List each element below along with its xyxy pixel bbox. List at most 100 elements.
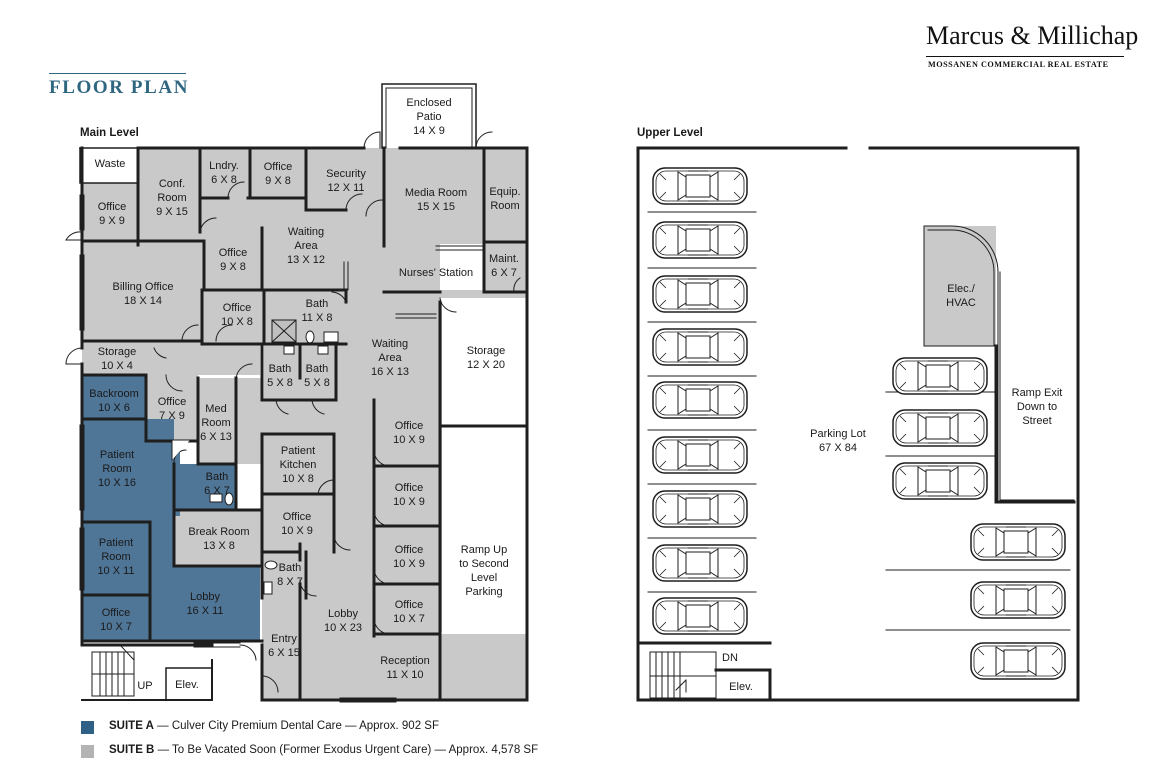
room-label-line: Room	[157, 192, 186, 204]
car-icon	[892, 409, 988, 447]
car-icon	[970, 642, 1066, 680]
room-label-line: Reception	[380, 655, 430, 667]
room-label-line: Area	[294, 240, 318, 252]
room-label-elec-hvac: Elec./ HVAC	[946, 283, 976, 309]
room-label-line: Patio	[416, 111, 441, 123]
room-label-line: Patient	[100, 449, 134, 461]
room-label-line: Room	[201, 417, 230, 429]
room-label-line: Bath	[306, 363, 329, 375]
room-label-line: Office	[158, 396, 187, 408]
room-label-line: Elev.	[175, 679, 199, 691]
room-label-line: Patient	[99, 537, 133, 549]
room-label-line: 18 X 14	[124, 295, 162, 307]
room-label-line: Office	[98, 201, 127, 213]
room-label-line: Kitchen	[280, 459, 317, 471]
room-label-line: 14 X 9	[413, 125, 445, 137]
room-label-line: 8 X 7	[277, 576, 303, 588]
room-label-line: Office	[395, 482, 424, 494]
room-label-line: Backroom	[89, 388, 139, 400]
room-label-line: 5 X 8	[267, 377, 293, 389]
room-label-nurses-station: Nurses' Station	[399, 267, 473, 279]
room-label-line: 16 X 13	[371, 366, 409, 378]
room-label-line: Elec./	[947, 283, 975, 295]
walls	[65, 83, 1080, 703]
room-label-line: Conf.	[159, 178, 185, 190]
room-label-line: Office	[395, 420, 424, 432]
room-label-line: 10 X 9	[281, 525, 313, 537]
room-label-line: 10 X 11	[97, 565, 134, 577]
room-label-line: Lobby	[190, 591, 220, 603]
car-icon	[652, 490, 748, 528]
room-label-line: Media Room	[405, 187, 467, 199]
room-label-line: 7 X 9	[159, 410, 185, 422]
room-label-line: Lobby	[328, 608, 358, 620]
title-rule	[49, 73, 186, 74]
room-label-line: Storage	[98, 346, 137, 358]
room-label-line: Area	[378, 352, 402, 364]
main-level-label: Main Level	[80, 127, 139, 139]
room-label-line: Bath	[306, 298, 329, 310]
room-label-line: Elev.	[729, 681, 753, 693]
legend-suite-b: SUITE B — To Be Vacated Soon (Former Exo…	[109, 744, 538, 756]
room-label-line: 13 X 8	[203, 540, 235, 552]
room-label-line: Nurses' Station	[399, 267, 473, 279]
car-icon	[652, 275, 748, 313]
room-label-line: 10 X 8	[282, 473, 314, 485]
car-icon	[970, 523, 1066, 561]
room-label-line: to Second	[459, 558, 509, 570]
room-label-line: Parking Lot	[810, 428, 866, 440]
room-label-line: 5 X 8	[304, 377, 330, 389]
room-label-waste: Waste	[95, 158, 126, 170]
room-label-maint: Maint.6 X 7	[489, 253, 519, 279]
room-label-lobby-16x11: Lobby 16 X 11	[186, 591, 223, 617]
room-label-line: Waiting	[288, 226, 324, 238]
room-label-backroom: Backroom 10 X 6	[89, 388, 139, 414]
room-label-line: Enclosed	[406, 97, 451, 109]
room-label-line: Storage	[467, 345, 506, 357]
room-label-line: Equip.	[489, 186, 520, 198]
room-label-office-10x9-a: Office 10 X 9	[393, 420, 425, 446]
room-label-line: DN	[722, 652, 738, 664]
room-label-elev-upper: Elev.	[729, 681, 753, 693]
room-label-line: 10 X 9	[393, 434, 425, 446]
room-label-line: 16 X 11	[186, 605, 223, 617]
room-label-line: HVAC	[946, 297, 976, 309]
room-label-line: 11 X 8	[302, 312, 333, 324]
legend-suite-a-name: SUITE A	[109, 720, 154, 732]
room-label-line: Room	[102, 463, 131, 475]
legend-suite-b-desc: — To Be Vacated Soon (Former Exodus Urge…	[154, 744, 539, 756]
room-label-line: Office	[219, 247, 248, 259]
room-label-line: 11 X 10	[386, 669, 423, 681]
car-icon	[652, 381, 748, 419]
upper-level-label: Upper Level	[637, 127, 703, 139]
legend-swatch-suite-a	[81, 721, 94, 734]
room-label-line: Office	[223, 302, 252, 314]
room-label-line: 15 X 15	[417, 201, 455, 213]
car-icon	[652, 436, 748, 474]
room-label-office-7x9: Office 7 X 9	[158, 396, 187, 422]
car-icon	[892, 462, 988, 500]
room-label-line: Med	[205, 403, 226, 415]
room-label-line: 6 X 8	[211, 174, 237, 186]
legend-suite-a: SUITE A — Culver City Premium Dental Car…	[109, 720, 439, 732]
room-label-line: 6 X 13	[200, 431, 232, 443]
room-label-line: 10 X 6	[98, 402, 130, 414]
